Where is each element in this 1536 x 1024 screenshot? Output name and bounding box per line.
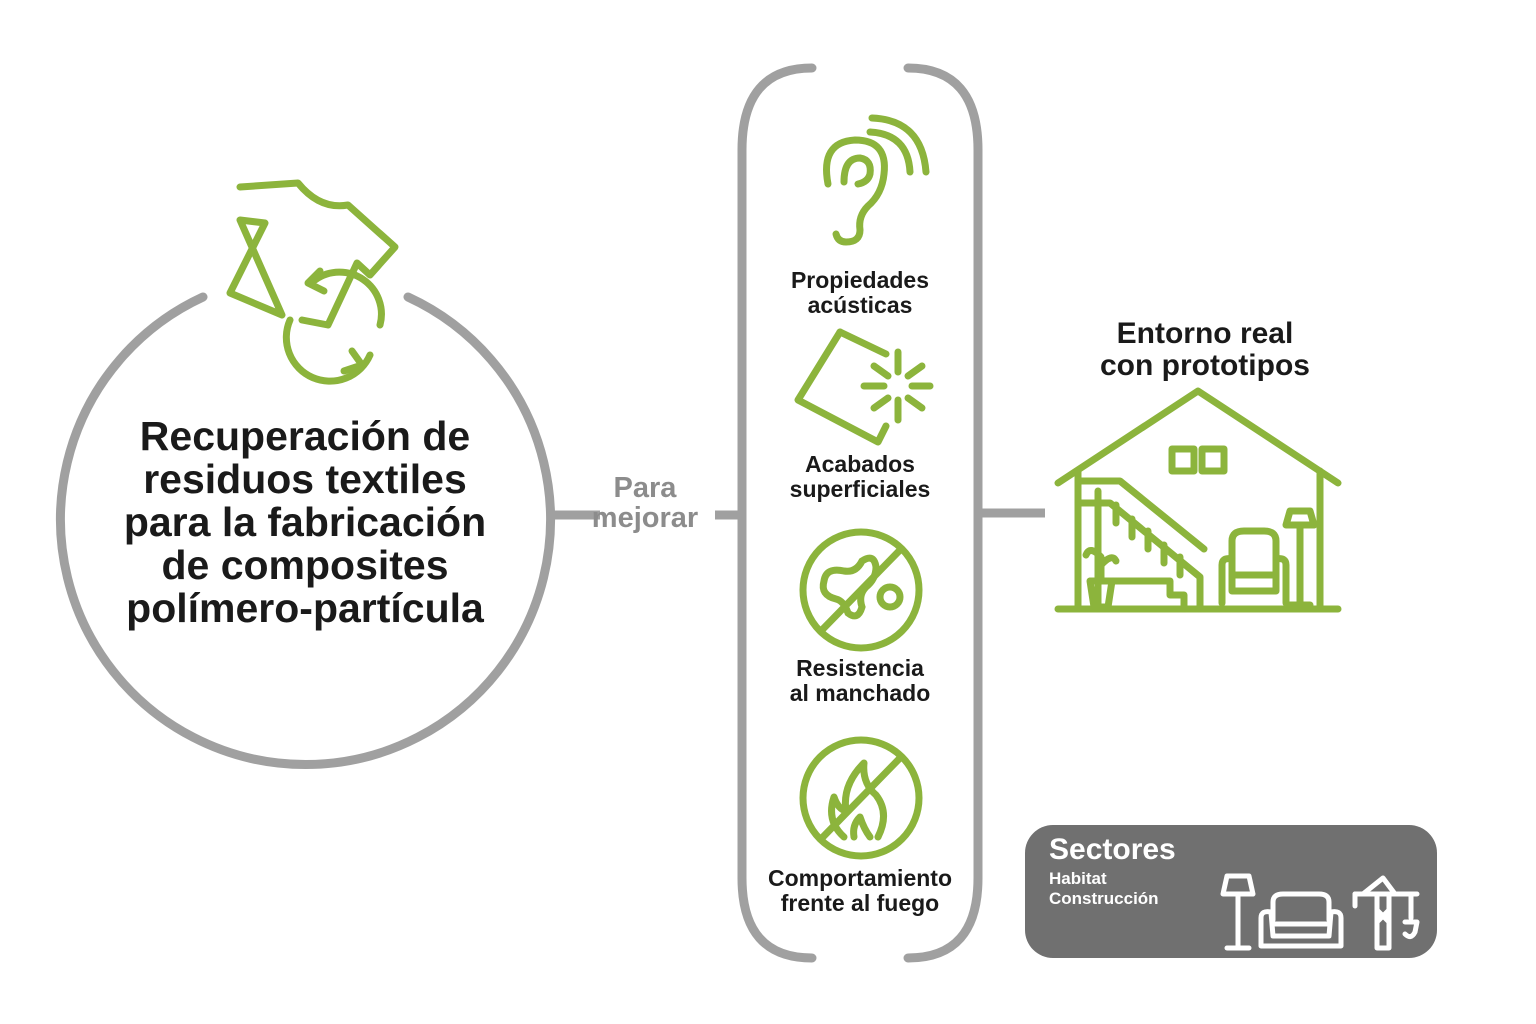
main-title-line: polímero-partícula	[126, 585, 484, 631]
entorno-title-line: con prototipos	[1100, 349, 1310, 382]
entorno-title: Entorno real con prototipos	[1050, 318, 1360, 382]
property-label-line: acústicas	[807, 292, 913, 318]
main-title: Recuperación de residuos textiles para l…	[95, 415, 515, 630]
surface-scratch-icon	[794, 328, 934, 446]
ear-sound-icon	[823, 114, 930, 246]
entorno-title-line: Entorno real	[1116, 317, 1294, 350]
sectores-box: Sectores Habitat Construcción	[1025, 825, 1437, 958]
pill-bracket-left	[737, 63, 817, 963]
connector-label: Para mejorar	[575, 473, 715, 533]
connector-label-line: Para	[613, 472, 677, 504]
floor-lamp-icon	[1220, 873, 1256, 951]
no-stain-icon	[799, 528, 923, 652]
property-label-line: Acabados	[805, 451, 915, 477]
main-circle	[56, 292, 555, 770]
main-title-line: para la fabricación	[123, 499, 487, 545]
sector-item-habitat: Habitat	[1049, 869, 1107, 888]
connector-label-line: mejorar	[591, 502, 699, 534]
property-label-surface: Acabados superficiales	[735, 452, 985, 502]
property-label-line: superficiales	[789, 476, 931, 502]
property-label-line: Comportamiento	[768, 865, 952, 891]
property-label-acoustic: Propiedades acústicas	[735, 268, 985, 318]
main-title-line: de composites	[161, 542, 449, 588]
sectores-title: Sectores	[1049, 833, 1176, 866]
sectores-icons	[1220, 873, 1420, 951]
property-label-stain: Resistencia al manchado	[735, 656, 985, 706]
main-title-line: Recuperación de	[139, 413, 471, 459]
no-fire-icon	[799, 736, 923, 860]
property-label-fire: Comportamiento frente al fuego	[735, 866, 985, 916]
house-icon	[1054, 387, 1342, 613]
property-label-line: al manchado	[789, 680, 931, 706]
sector-item-construccion: Construcción	[1049, 889, 1159, 908]
tshirt-recycle-icon	[226, 179, 399, 385]
property-label-line: frente al fuego	[780, 890, 940, 916]
main-title-line: residuos textiles	[143, 456, 467, 502]
property-label-line: Resistencia	[796, 655, 924, 681]
property-label-line: Propiedades	[790, 267, 930, 293]
crane-icon	[1352, 875, 1420, 951]
armchair-icon	[1258, 891, 1344, 949]
